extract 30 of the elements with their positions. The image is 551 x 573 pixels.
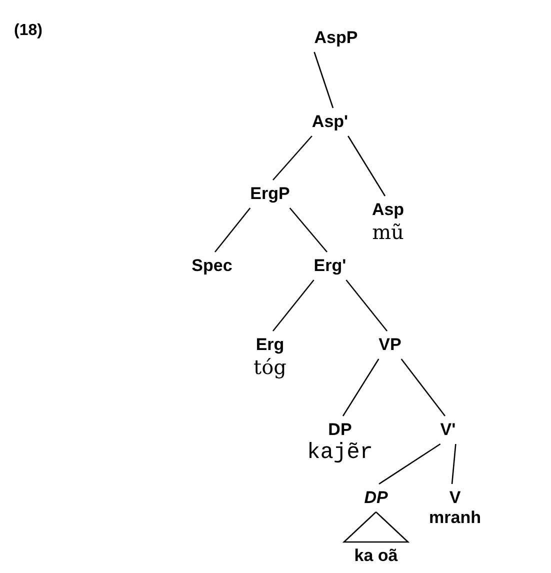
tree-branch bbox=[314, 52, 334, 108]
category-label: V' bbox=[440, 420, 456, 440]
category-label: ErgP bbox=[250, 184, 290, 204]
category-label: Spec bbox=[192, 256, 232, 276]
word-label: mranh bbox=[429, 508, 481, 528]
word-label: kajẽr bbox=[307, 440, 373, 465]
category-label: DP bbox=[364, 488, 388, 508]
category-label: VP bbox=[378, 335, 402, 355]
tree-branch bbox=[400, 358, 446, 416]
triangle-branch bbox=[342, 511, 410, 543]
category-label: Asp' bbox=[312, 112, 348, 132]
word-label: tóg bbox=[254, 355, 286, 379]
tree-branch bbox=[342, 358, 380, 416]
category-label: Asp bbox=[372, 200, 404, 220]
category-label: Erg bbox=[254, 335, 286, 355]
tree-branch bbox=[289, 208, 328, 252]
tree-branch bbox=[348, 136, 386, 196]
category-label: V bbox=[448, 488, 462, 508]
category-label: AspP bbox=[314, 28, 358, 48]
category-label: DP bbox=[327, 420, 353, 440]
tree-branch bbox=[272, 280, 314, 332]
tree-branch bbox=[272, 136, 312, 180]
tree-branch bbox=[378, 443, 441, 485]
example-number: (18) bbox=[14, 22, 42, 40]
tree-branch bbox=[214, 208, 251, 252]
category-label: Erg' bbox=[314, 256, 346, 276]
tree-branch bbox=[346, 280, 388, 332]
category-label: ka oã bbox=[354, 546, 398, 566]
tree-branch bbox=[451, 444, 456, 484]
word-label: mũ bbox=[372, 220, 404, 244]
